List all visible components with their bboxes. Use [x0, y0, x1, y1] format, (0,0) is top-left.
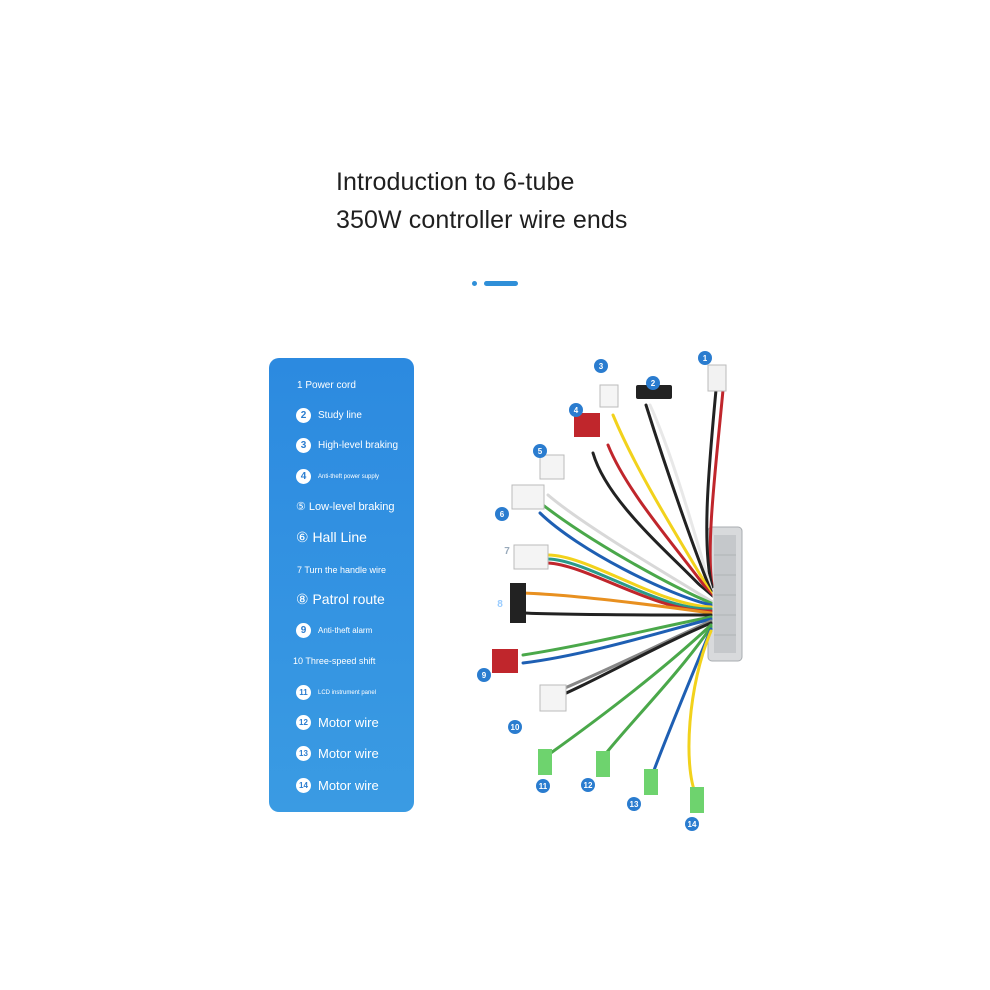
page-title: Introduction to 6-tube 350W controller w… [336, 163, 628, 239]
svg-text:1: 1 [703, 354, 708, 363]
wire-bundle [521, 388, 725, 797]
callout-8: 8 [497, 599, 503, 610]
svg-text:8: 8 [497, 599, 503, 610]
controller-wiring-diagram: 1 2 3 4 5 6 7 8 9 10 11 12 13 14 [477, 351, 743, 831]
divider-dot [472, 281, 477, 286]
connectors [492, 364, 727, 813]
svg-text:3: 3 [599, 362, 604, 371]
number-badge: 13 [296, 746, 311, 761]
callout-14: 14 [685, 817, 699, 831]
legend-item-14: 14 Motor wire [296, 778, 379, 793]
number-badge: 12 [296, 715, 311, 730]
svg-text:2: 2 [651, 379, 656, 388]
controller-unit [707, 526, 743, 662]
legend-item-10: 10 Three-speed shift [293, 656, 375, 666]
title-line-1: Introduction to 6-tube [336, 168, 575, 196]
callout-4: 4 [569, 403, 583, 417]
number-badge: 4 [296, 469, 311, 484]
callouts: 1 2 3 4 5 6 7 8 9 10 11 12 13 14 [477, 351, 712, 831]
legend-label: 7 Turn the handle wire [297, 565, 387, 575]
callout-7: 7 [504, 546, 510, 557]
legend-item-9: 9 Anti-theft alarm [296, 623, 372, 638]
title-line-2: 350W controller wire ends [336, 206, 628, 234]
number-badge: 14 [296, 778, 311, 793]
callout-5: 5 [533, 444, 547, 458]
svg-text:9: 9 [482, 671, 487, 680]
svg-text:6: 6 [500, 510, 505, 519]
legend-label: Anti-theft alarm [318, 626, 373, 635]
legend-item-4: 4 Anti-theft power supply [296, 469, 379, 484]
legend-item-11: 11 LCD instrument panel [296, 685, 376, 700]
legend-item-1: 1 Power cord [297, 380, 356, 391]
svg-text:14: 14 [688, 820, 697, 829]
legend-label: Motor wire [318, 746, 379, 761]
callout-6: 6 [495, 507, 509, 521]
legend-label: Motor wire [318, 778, 379, 793]
svg-text:7: 7 [504, 546, 510, 557]
legend-item-3: 3 High-level braking [296, 438, 398, 453]
legend-item-12: 12 Motor wire [296, 715, 379, 730]
legend-label: 1 Power cord [297, 380, 356, 391]
legend-label: Anti-theft power supply [318, 473, 380, 480]
legend-item-13: 13 Motor wire [296, 746, 379, 761]
legend-label: 10 Three-speed shift [293, 656, 376, 666]
legend-label: ⑧ Patrol route [296, 591, 385, 607]
svg-text:13: 13 [630, 800, 639, 809]
svg-text:12: 12 [584, 781, 593, 790]
callout-9: 9 [477, 668, 491, 682]
callout-10: 10 [508, 720, 522, 734]
callout-3: 3 [594, 359, 608, 373]
number-badge: 11 [296, 685, 311, 700]
svg-text:4: 4 [574, 406, 579, 415]
svg-text:5: 5 [538, 447, 543, 456]
legend-label: LCD instrument panel [318, 689, 377, 696]
legend-item-5: ⑤ Low-level braking [296, 500, 395, 513]
number-badge: 2 [296, 408, 311, 423]
svg-text:10: 10 [511, 723, 520, 732]
legend-label: High-level braking [318, 440, 399, 451]
number-badge: 9 [296, 623, 311, 638]
legend-panel: 1 Power cord 2 Study line 3 High-level b… [269, 358, 414, 812]
legend-item-2: 2 Study line [296, 408, 362, 423]
callout-12: 12 [581, 778, 595, 792]
legend-label: ⑥ Hall Line [296, 529, 367, 545]
legend-label: ⑤ Low-level braking [296, 501, 395, 513]
legend-item-8: ⑧ Patrol route [296, 591, 385, 608]
number-badge: 3 [296, 438, 311, 453]
legend-label: Study line [318, 410, 362, 421]
legend-item-7: 7 Turn the handle wire [297, 565, 386, 575]
callout-1: 1 [698, 351, 712, 365]
callout-2: 2 [646, 376, 660, 390]
legend-item-6: ⑥ Hall Line [296, 529, 367, 546]
svg-text:11: 11 [539, 782, 548, 791]
callout-13: 13 [627, 797, 641, 811]
legend-label: Motor wire [318, 715, 379, 730]
divider-bar [484, 281, 518, 286]
callout-11: 11 [536, 779, 550, 793]
